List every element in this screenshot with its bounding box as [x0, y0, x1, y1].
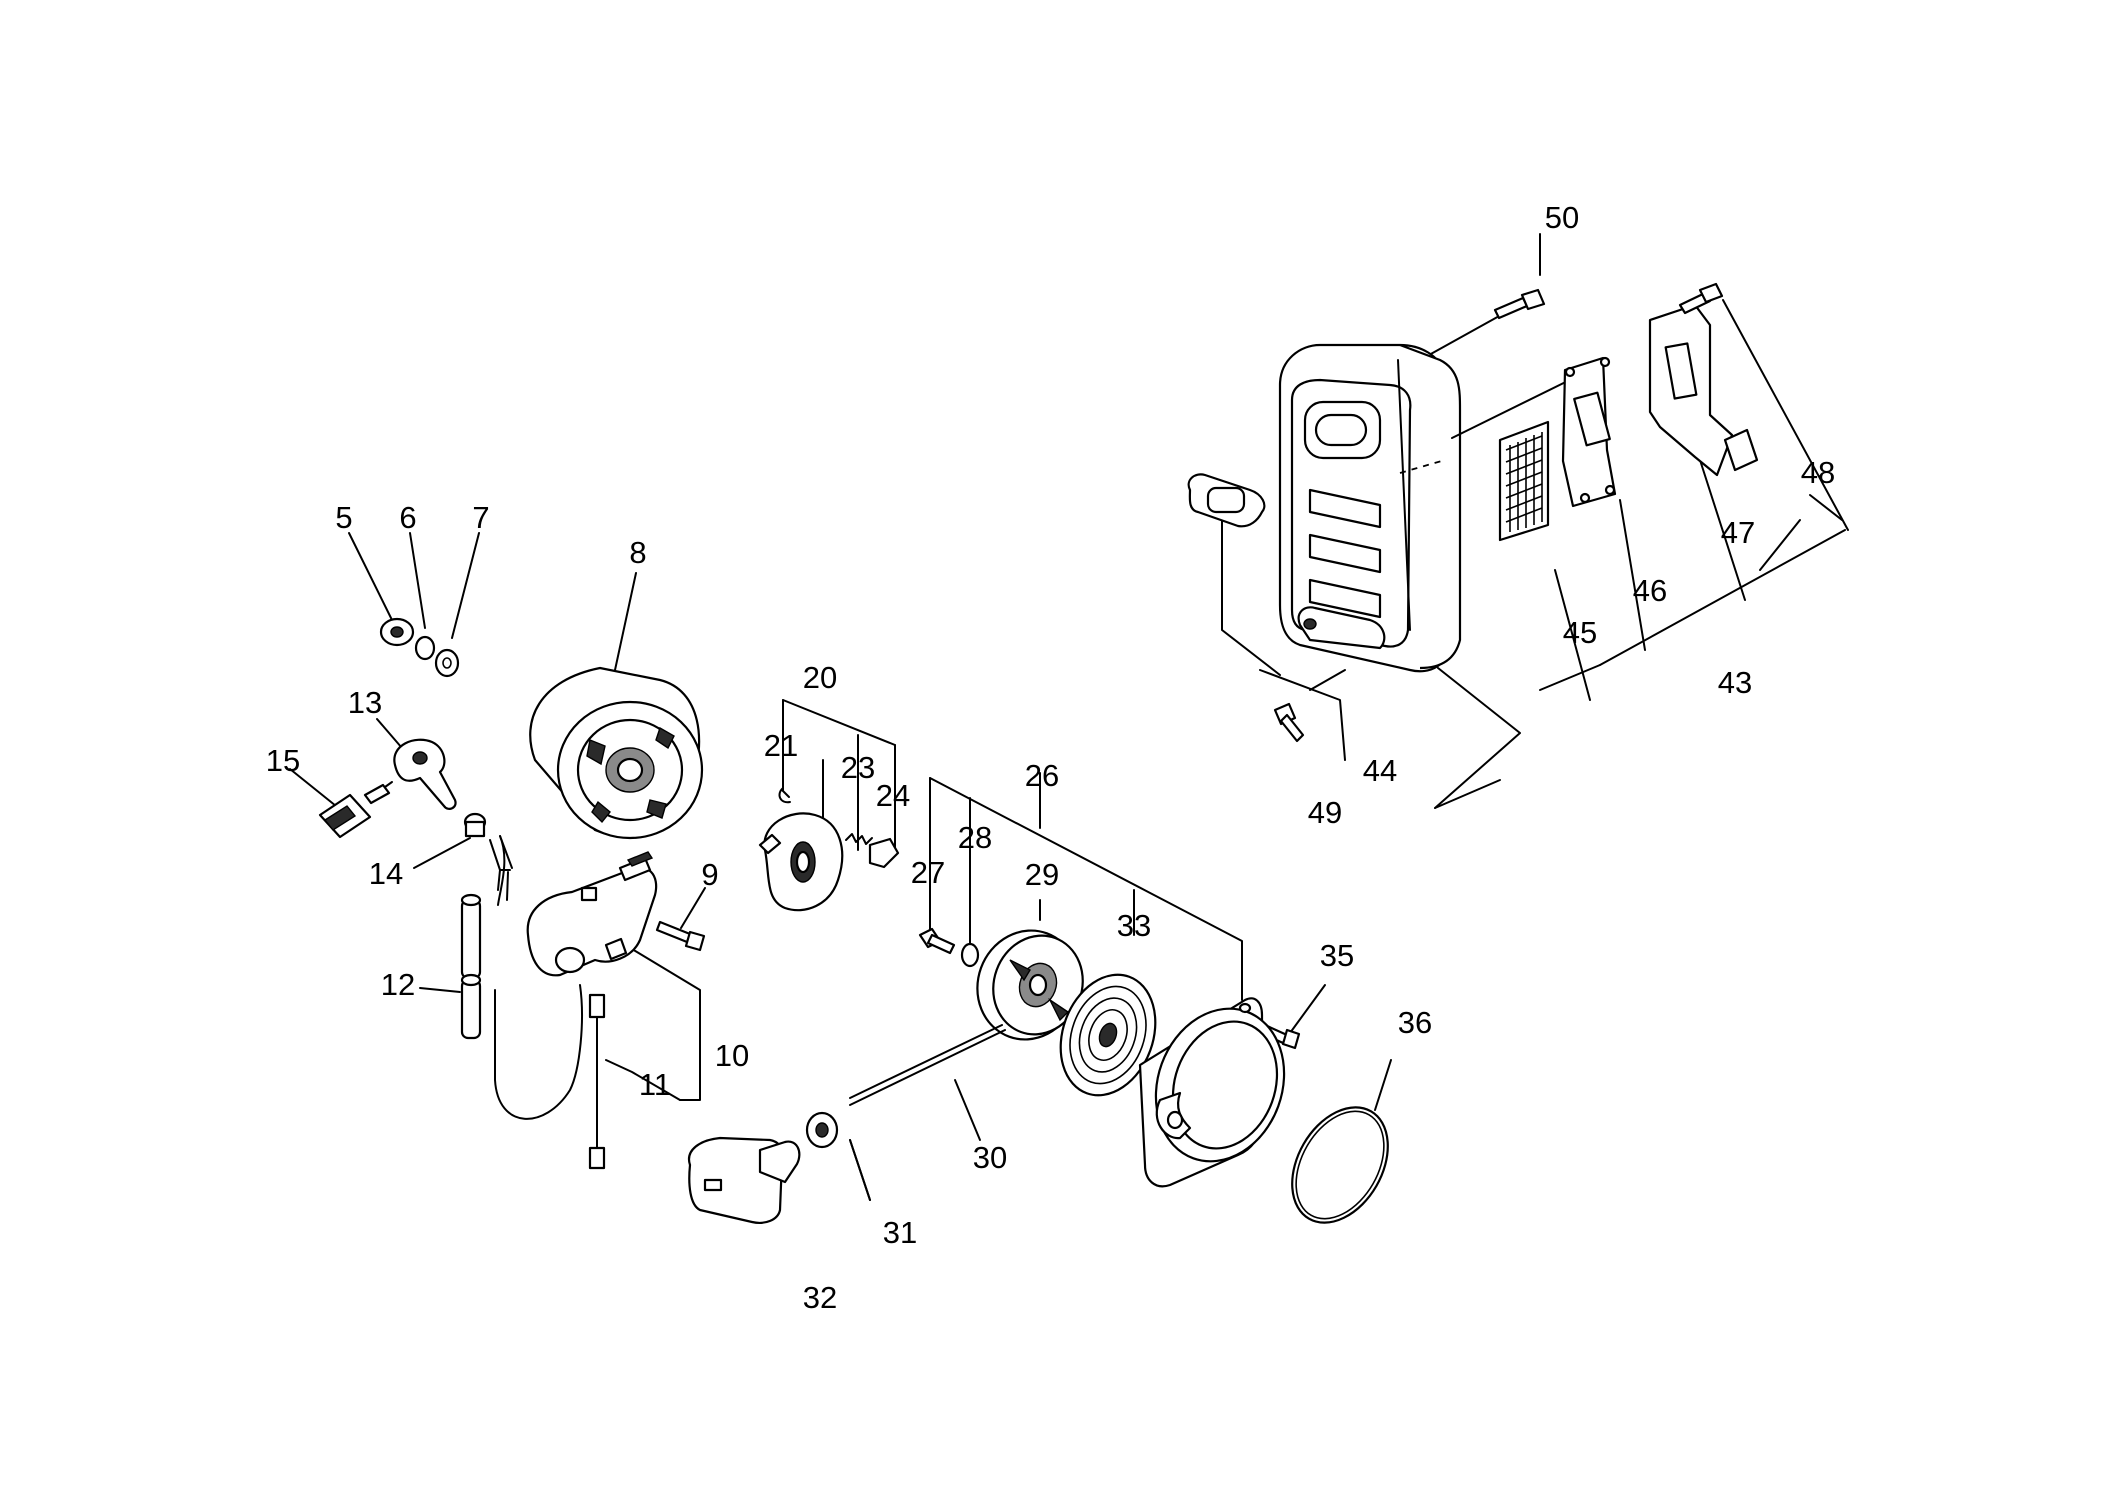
screen-part-45 [1498, 420, 1550, 542]
pulley-part-20 [758, 812, 844, 912]
callout-23: 23 [841, 750, 875, 785]
callout-8: 8 [629, 535, 646, 570]
boot-part-14 [463, 812, 487, 838]
callout-labels: 5 6 7 8 9 10 11 12 13 14 15 20 21 23 24 … [266, 200, 1835, 1315]
callout-47: 47 [1721, 515, 1755, 550]
callout-48: 48 [1801, 455, 1835, 490]
callout-7: 7 [472, 500, 489, 535]
starter-case-part-26 [1138, 997, 1286, 1188]
callout-21: 21 [764, 728, 798, 763]
callout-43: 43 [1718, 665, 1752, 700]
callout-13: 13 [348, 685, 382, 720]
deflector-part-47 [1648, 303, 1759, 477]
leader-lines [289, 233, 1849, 1201]
washer-part-28 [960, 942, 980, 968]
flywheel-part-8 [529, 666, 704, 840]
callout-9: 9 [701, 857, 718, 892]
callout-27: 27 [911, 855, 945, 890]
callout-26: 26 [1025, 758, 1059, 793]
callout-5: 5 [335, 500, 352, 535]
washer-part-7 [434, 648, 460, 678]
grommet-part-31 [805, 1111, 839, 1149]
spring-part-23 [845, 833, 873, 845]
bolt-part-9 [655, 920, 706, 952]
muffler-part-43 [1278, 343, 1591, 673]
callout-46: 46 [1633, 573, 1667, 608]
wire-part-11 [489, 835, 606, 1170]
callout-36: 36 [1398, 1005, 1432, 1040]
callout-28: 28 [958, 820, 992, 855]
pawl-part-24 [868, 837, 900, 869]
callout-31: 31 [883, 1215, 917, 1250]
callout-11: 11 [639, 1067, 671, 1102]
callout-20: 20 [803, 660, 837, 695]
gasket-part-44 [1187, 473, 1266, 528]
callout-30: 30 [973, 1140, 1007, 1175]
ignition-coil-part-10 [526, 851, 658, 977]
callout-6: 6 [399, 500, 416, 535]
bolt-part-48 [1678, 282, 1724, 315]
bolt-part-27 [918, 927, 956, 955]
callout-49: 49 [1308, 795, 1342, 830]
rope-part-30 [849, 1024, 1006, 1106]
callout-32: 32 [803, 1280, 837, 1315]
bolt-part-50 [1493, 288, 1546, 320]
ring-part-21 [778, 787, 791, 804]
spark-plug-part-15 [318, 781, 393, 839]
callout-12: 12 [381, 967, 415, 1002]
spring-part-33 [1059, 973, 1157, 1097]
callout-29: 29 [1025, 857, 1059, 892]
callout-44: 44 [1363, 753, 1397, 788]
callout-50: 50 [1545, 200, 1579, 235]
callout-45: 45 [1563, 615, 1597, 650]
handle-part-32 [687, 1136, 801, 1224]
callout-14: 14 [369, 856, 403, 891]
bolt-part-49 [1273, 702, 1305, 743]
callout-35: 35 [1320, 938, 1354, 973]
gasket-part-46 [1561, 356, 1617, 508]
callout-15: 15 [266, 743, 300, 778]
callout-33: 33 [1117, 908, 1151, 943]
callout-24: 24 [876, 778, 910, 813]
tube-part-12 [460, 893, 482, 1040]
nut-part-5 [379, 617, 415, 647]
gasket-part-36 [1291, 1106, 1389, 1224]
plug-cap-part-13 [393, 738, 457, 810]
callout-10: 10 [715, 1038, 749, 1073]
spring-washer-part-6 [414, 635, 436, 661]
